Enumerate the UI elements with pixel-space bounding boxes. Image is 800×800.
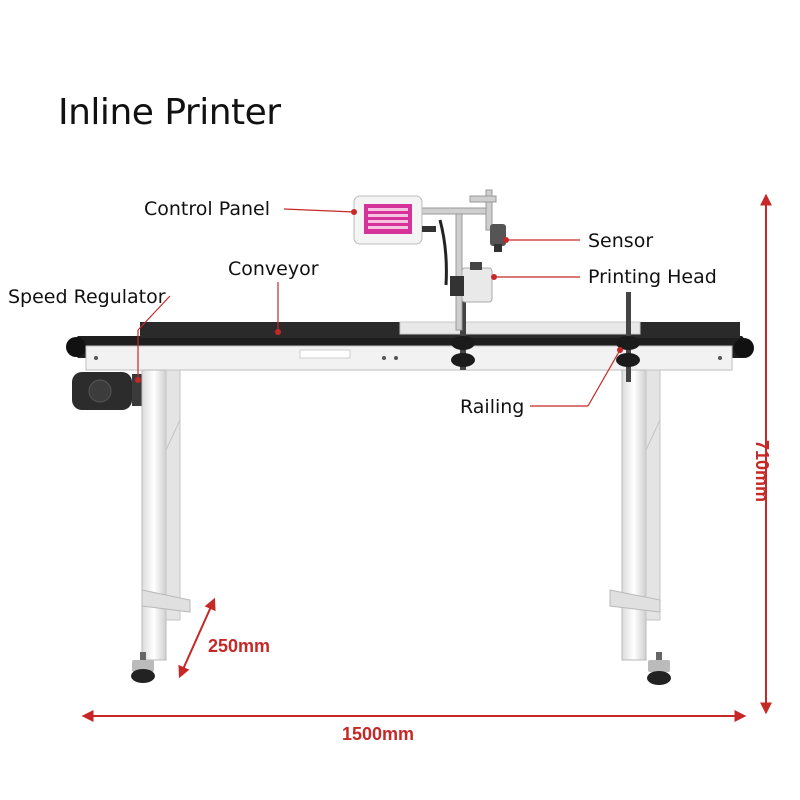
leader-dots (135, 209, 623, 383)
printer-stand (419, 189, 497, 331)
control-panel-unit (353, 195, 436, 245)
dimension-depth-label: 250mm (208, 636, 271, 656)
railing (451, 292, 640, 382)
right-leg (609, 369, 671, 685)
depth-dimension-arrow (178, 597, 216, 679)
left-leg (131, 369, 191, 683)
speed-regulator-motor (72, 372, 142, 410)
label-railing: Railing (460, 396, 525, 418)
label-conveyor: Conveyor (228, 258, 319, 280)
label-sensor: Sensor (588, 230, 654, 252)
label-printing-head: Printing Head (588, 266, 717, 288)
dimension-height-label: 710mm (752, 440, 772, 503)
page-title: Inline Printer (58, 92, 281, 133)
dimension-width-label: 1500mm (342, 724, 415, 744)
label-speed-regulator: Speed Regulator (8, 286, 166, 308)
sensor-unit (490, 224, 506, 252)
leader-lines (137, 208, 621, 407)
label-control-panel: Control Panel (144, 198, 270, 220)
printing-head-unit (450, 262, 493, 303)
